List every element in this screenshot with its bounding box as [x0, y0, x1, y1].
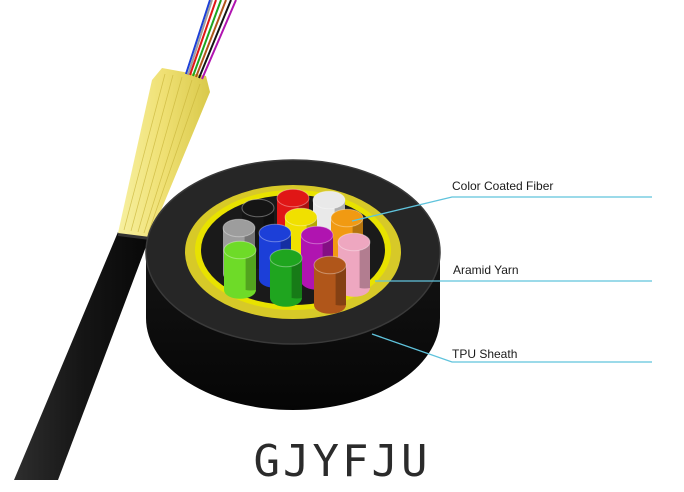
- sheath-rim: [145, 159, 441, 345]
- label-color-coated-fiber: Color Coated Fiber: [452, 179, 554, 193]
- cross-section: [145, 159, 441, 410]
- fiber-brown: [313, 255, 347, 314]
- label-aramid-yarn: Aramid Yarn: [453, 263, 519, 277]
- cable-fibers-emerging: [185, 0, 237, 80]
- callout-lines: [351, 196, 652, 363]
- model-code: GJYFJU: [253, 436, 431, 487]
- callout-line-sheath: [371, 333, 652, 363]
- fiber-light-green: [223, 240, 257, 299]
- fiber-green: [269, 248, 303, 307]
- callout-line-fiber: [351, 196, 652, 222]
- aramid-strands: [123, 73, 201, 235]
- cable-body: [14, 0, 237, 480]
- sheath-side: [146, 252, 440, 410]
- label-tpu-sheath: TPU Sheath: [452, 347, 518, 361]
- fiber-bundle: [222, 188, 371, 314]
- cable-jacket: [14, 232, 150, 480]
